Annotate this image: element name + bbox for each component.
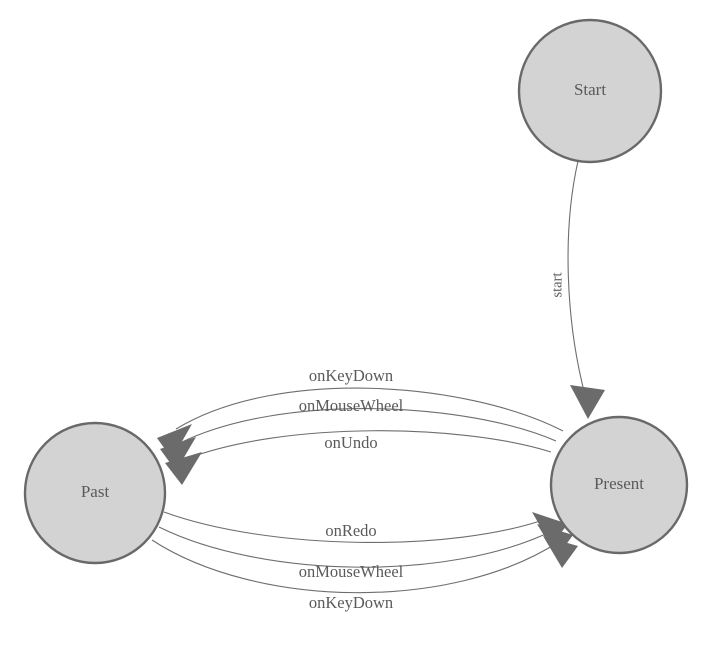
edge-start-to-present-path xyxy=(567,160,586,396)
edge-present-to-past-keydown-label: onKeyDown xyxy=(309,366,393,385)
edge-present-to-past-undo-label: onUndo xyxy=(324,433,377,452)
node-start[interactable]: Start xyxy=(517,18,663,164)
edge-present-to-past-undo[interactable]: onUndo xyxy=(165,430,552,485)
edge-present-to-past-mousewheel[interactable]: onMouseWheel xyxy=(160,396,557,471)
edge-past-to-present-redo-label: onRedo xyxy=(325,521,376,540)
edge-start-to-present[interactable]: start xyxy=(549,160,605,419)
edge-present-to-past-mousewheel-path xyxy=(179,408,557,444)
edge-present-to-past-mousewheel-label: onMouseWheel xyxy=(299,396,404,415)
edge-start-to-present-arrowhead xyxy=(570,385,605,419)
edge-present-to-past-undo-arrowhead xyxy=(165,452,202,485)
node-past-circle xyxy=(23,421,167,565)
edge-past-to-present-keydown-path xyxy=(151,539,561,594)
edge-past-to-present-mousewheel-path xyxy=(158,526,555,568)
edge-past-to-present-redo[interactable]: onRedo xyxy=(163,511,568,545)
edge-past-to-present-redo-path xyxy=(163,511,550,543)
node-present[interactable]: Present xyxy=(549,415,689,555)
edge-present-to-past-undo-path xyxy=(185,430,552,460)
edge-past-to-present-mousewheel-label: onMouseWheel xyxy=(299,562,404,581)
edge-past-to-present-keydown-arrowhead xyxy=(543,536,578,568)
node-past[interactable]: Past xyxy=(23,421,167,565)
edge-present-to-past-mousewheel-arrowhead xyxy=(160,437,196,471)
edge-present-to-past-keydown-path xyxy=(175,387,564,432)
edge-past-to-present-keydown-label: onKeyDown xyxy=(309,593,393,612)
node-start-circle xyxy=(517,18,663,164)
edge-past-to-present-keydown[interactable]: onKeyDown xyxy=(151,536,578,612)
node-present-circle xyxy=(549,415,689,555)
edge-start-to-present-label: start xyxy=(549,273,565,298)
